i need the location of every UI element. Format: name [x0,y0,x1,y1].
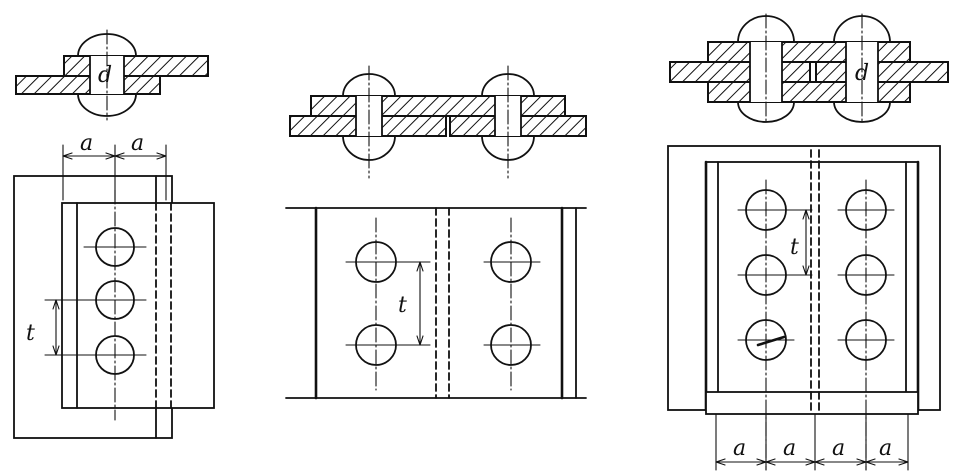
rivet-head-top [77,33,137,57]
dimension-a-label: a [733,436,746,461]
upper-plate [63,55,209,77]
rivet-pitch-label: t [398,293,407,318]
dimension-a-label: a [832,436,845,461]
butt-joint-section [289,65,587,179]
double-cover-section [669,13,949,125]
dimension-a-label: a [783,436,796,461]
bottom-cover-plate [707,81,911,103]
cover-plate [310,95,566,117]
lap-joint-section [15,29,209,121]
diameter-label: d [855,61,869,86]
dimension-a-label: a [131,131,144,156]
main-plate-left [669,61,811,83]
main-plate-right [815,61,949,83]
top-cover-plate [707,41,911,63]
lower-plate [15,75,161,95]
lap-joint-plan [13,175,215,439]
dimension-a-label: a [879,436,892,461]
diameter-label: d [98,63,112,88]
double-cover-plan [667,145,941,471]
dimension-a-label: a [80,131,93,156]
rivet-pitch-label: t [790,235,799,260]
butt-joint-plan [285,206,587,400]
rivet-pitch-label: t [26,321,35,346]
